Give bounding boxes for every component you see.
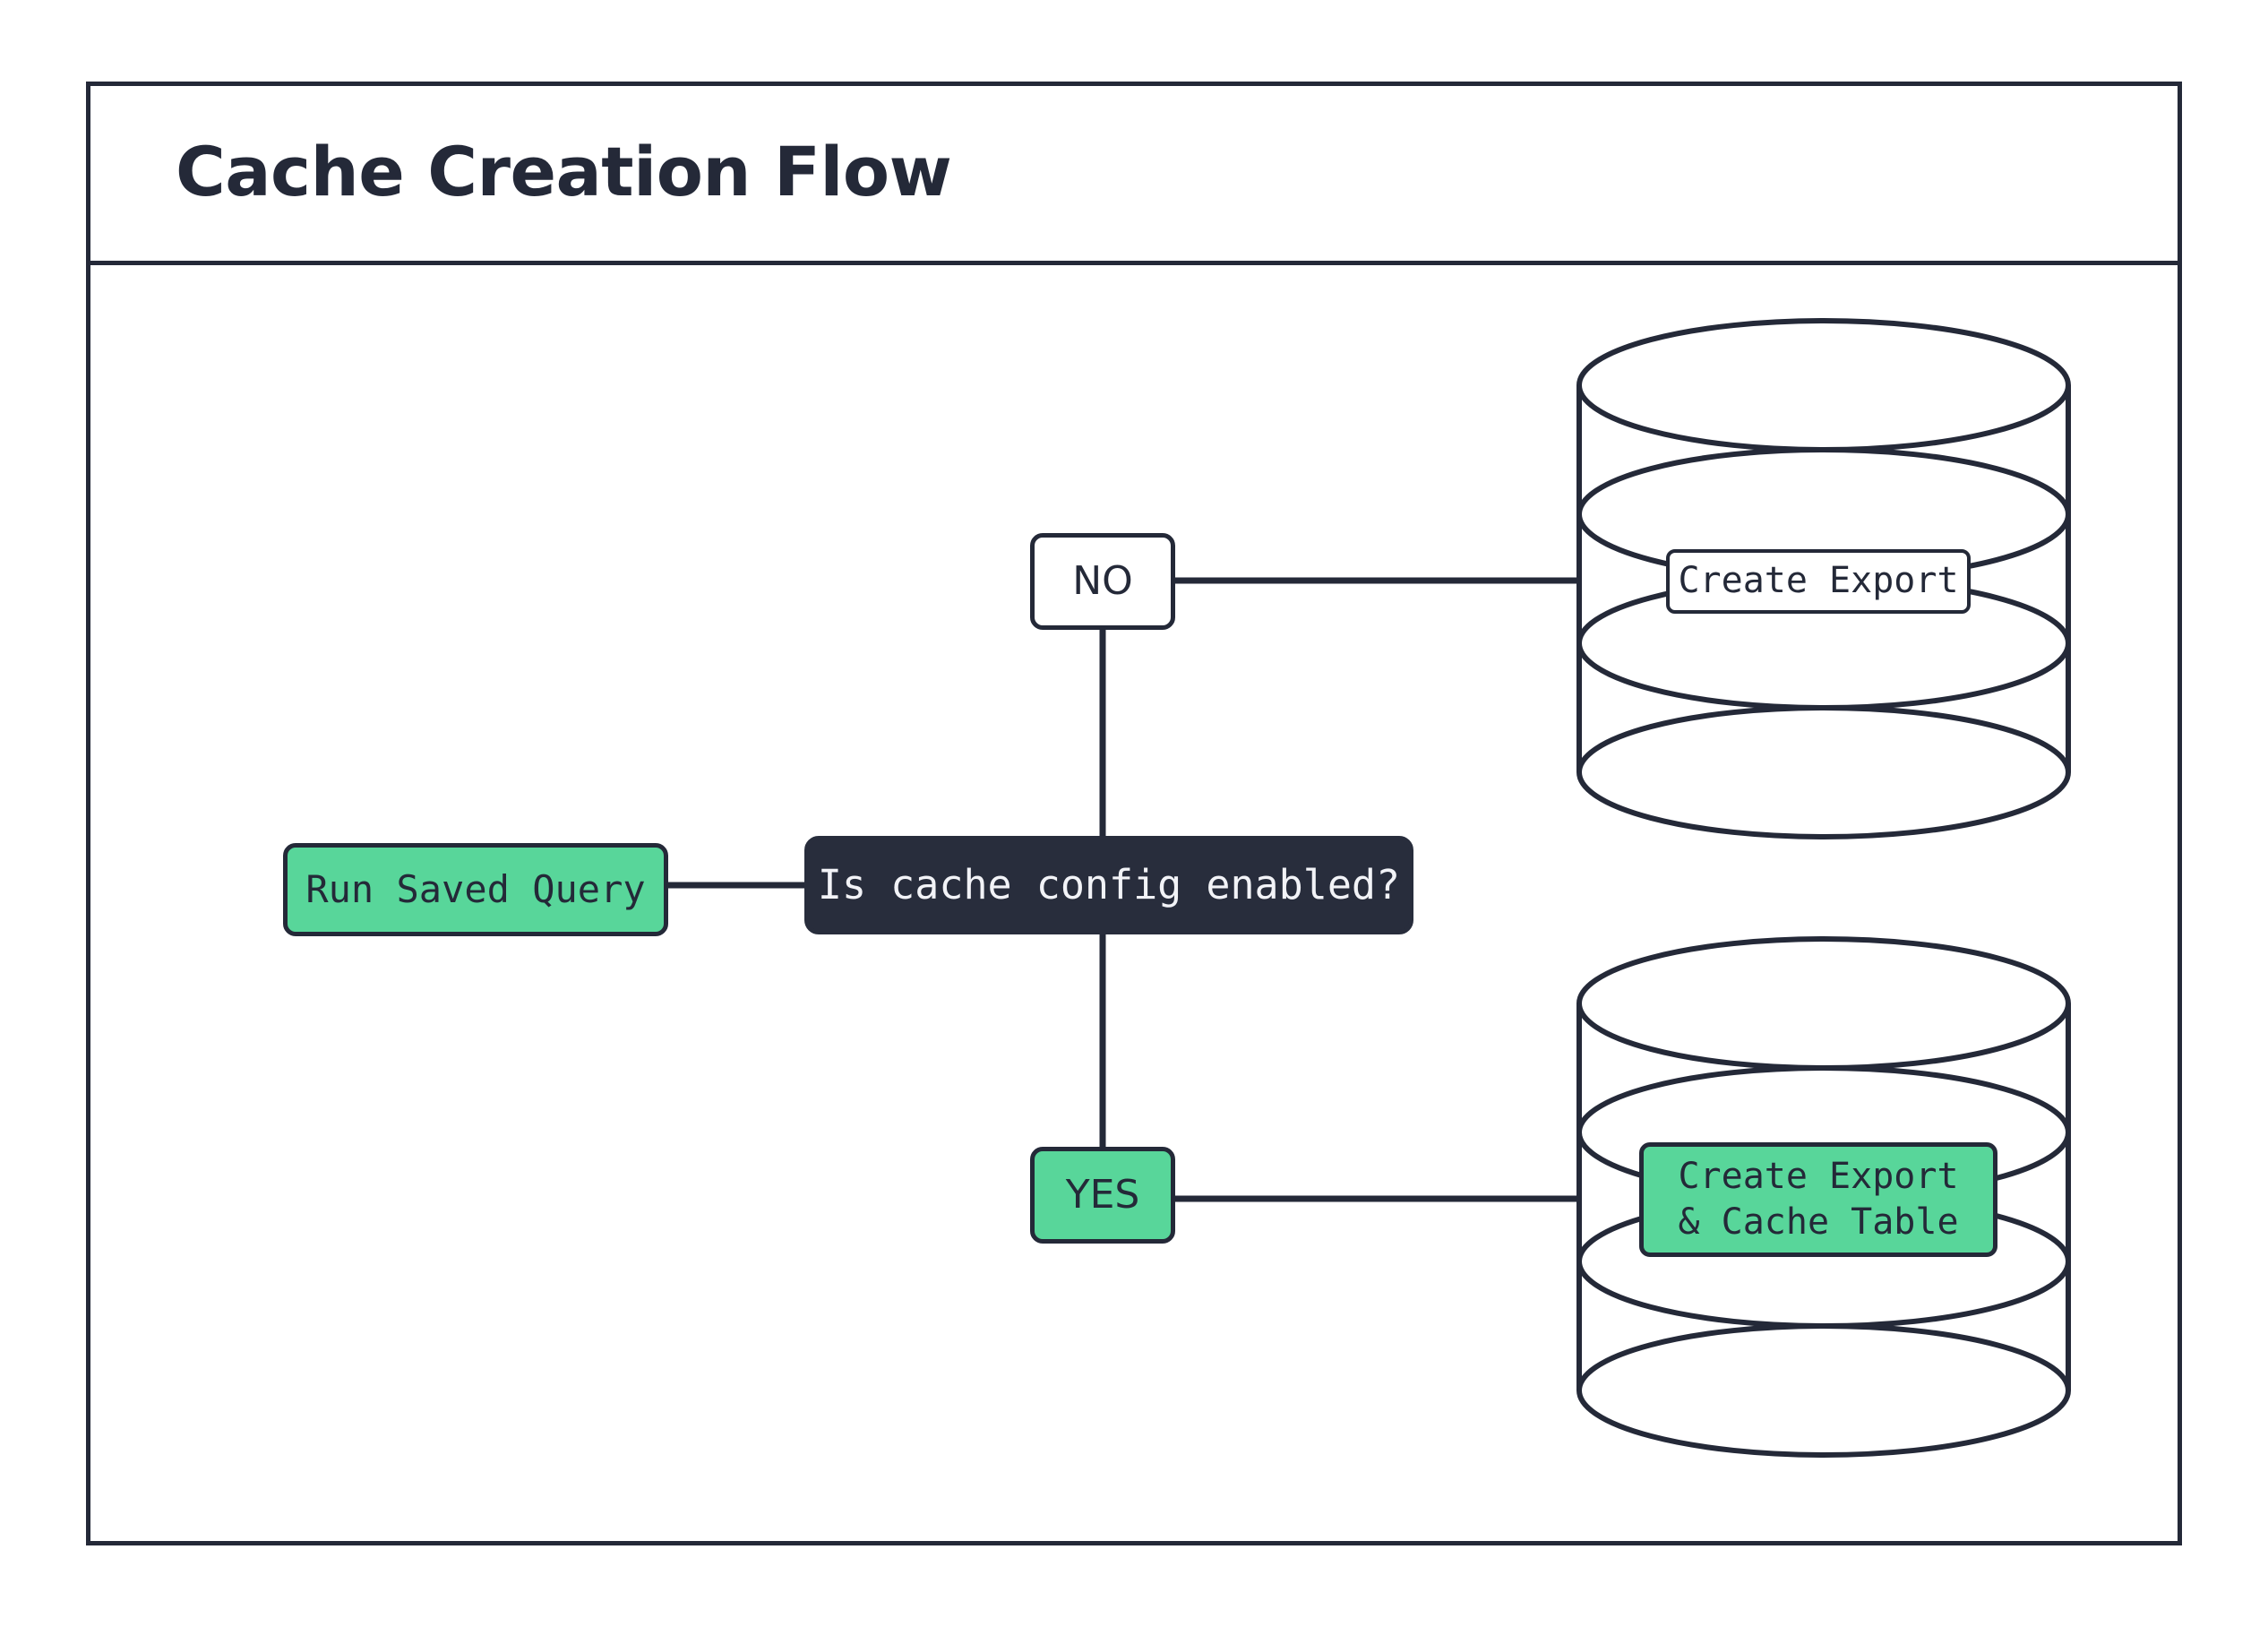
node-database-bottom-label[interactable]: Create Export & Cache Table <box>1639 1142 1997 1257</box>
node-cache-config-decision[interactable]: Is cache config enabled? <box>804 836 1413 934</box>
diagram-title-bar: Cache Creation Flow <box>86 82 2182 265</box>
node-branch-yes[interactable]: YES <box>1030 1147 1175 1244</box>
node-run-saved-query[interactable]: Run Saved Query <box>283 843 668 936</box>
node-branch-no[interactable]: NO <box>1030 533 1175 630</box>
database-bottom-label-line2: & Cache Table <box>1678 1201 1959 1243</box>
database-bottom-label-line1: Create Export <box>1678 1155 1959 1197</box>
diagram-frame <box>86 82 2182 1545</box>
node-database-top-label[interactable]: Create Export <box>1666 549 1971 614</box>
page-title: Cache Creation Flow <box>176 131 952 211</box>
